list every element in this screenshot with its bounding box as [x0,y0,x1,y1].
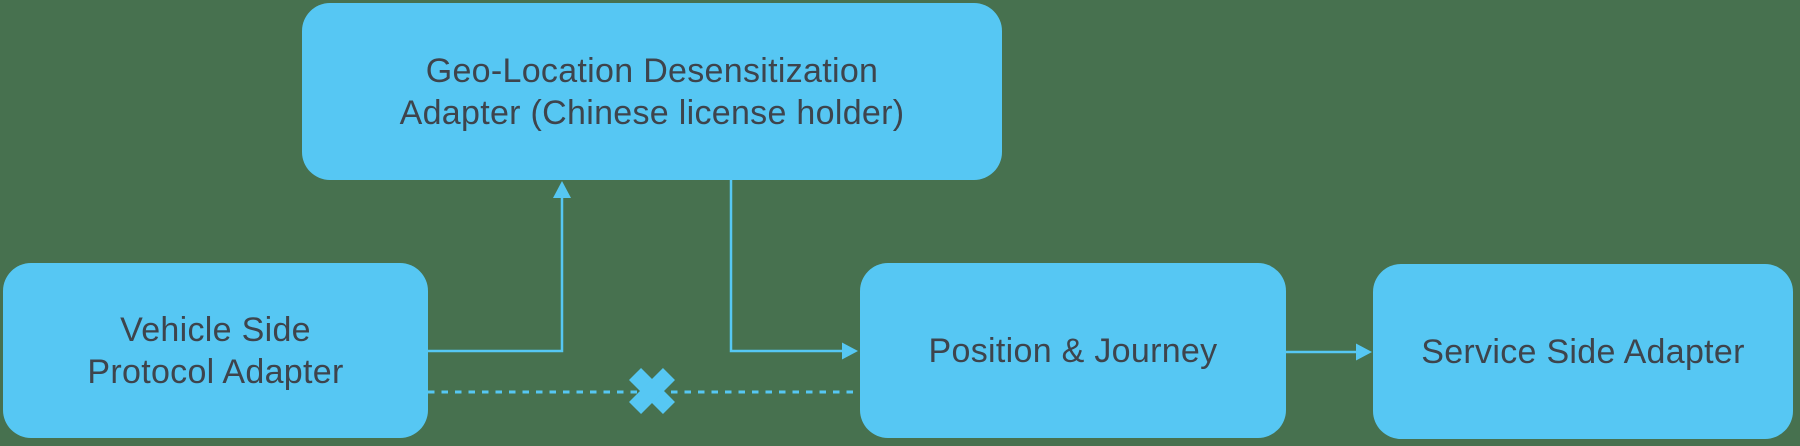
node-label-line: Position & Journey [928,331,1218,370]
node-geo-location-desensitization-adapter: Geo-Location Desensitization Adapter (Ch… [302,3,1002,180]
arrow-vehicle-to-geo [428,198,564,353]
blocked-cross-icon [629,368,675,414]
arrowhead-right-icon [842,342,858,360]
node-service-side-adapter: Service Side Adapter [1373,264,1793,439]
node-label-line: Service Side Adapter [1421,332,1745,371]
node-position-and-journey: Position & Journey [860,263,1286,438]
node-label-line: Adapter (Chinese license holder) [399,93,905,132]
node-label-line: Protocol Adapter [87,352,344,391]
arrowhead-right-icon [1356,343,1372,361]
node-label-line: Geo-Location Desensitization [425,51,879,90]
node-label-line: Vehicle Side [120,310,311,349]
node-vehicle-side-protocol-adapter: Vehicle Side Protocol Adapter [3,263,428,438]
arrowhead-up-icon [553,181,571,198]
arrow-geo-to-position [729,180,842,353]
